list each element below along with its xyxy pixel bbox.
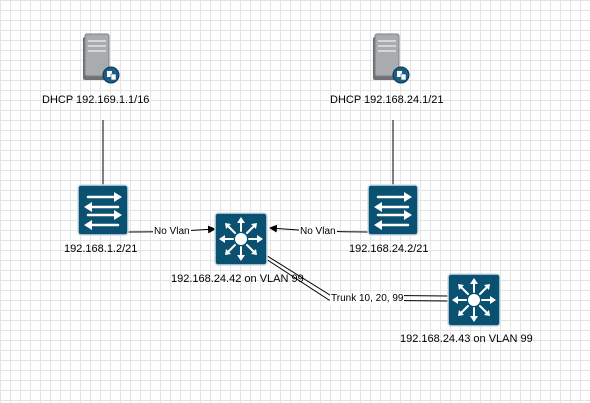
switch-right[interactable] [367,184,419,236]
l3-switch-bottom[interactable] [447,273,501,327]
l3-switch-center-label: 192.168.24.42 on VLAN 99 [171,273,304,285]
right-access-link-label: No Vlan [299,226,337,238]
l3-switch-center[interactable] [214,212,268,266]
server-left-label: DHCP 192.169.1.1/16 [42,94,150,106]
switch-left[interactable] [77,184,129,236]
switch-left-label: 192.168.1.2/21 [64,243,138,255]
switch-right-label: 192.168.24.2/21 [349,243,429,255]
trunk-link-label: Trunk 10, 20, 99 [330,293,405,305]
server-left[interactable] [83,33,120,84]
left-access-link-label: No Vlan [153,226,191,238]
server-right[interactable] [373,33,410,84]
server-right-label: DHCP 192.168.24.1/21 [330,94,444,106]
l3-switch-bottom-label: 192.168.24.43 on VLAN 99 [400,333,533,345]
